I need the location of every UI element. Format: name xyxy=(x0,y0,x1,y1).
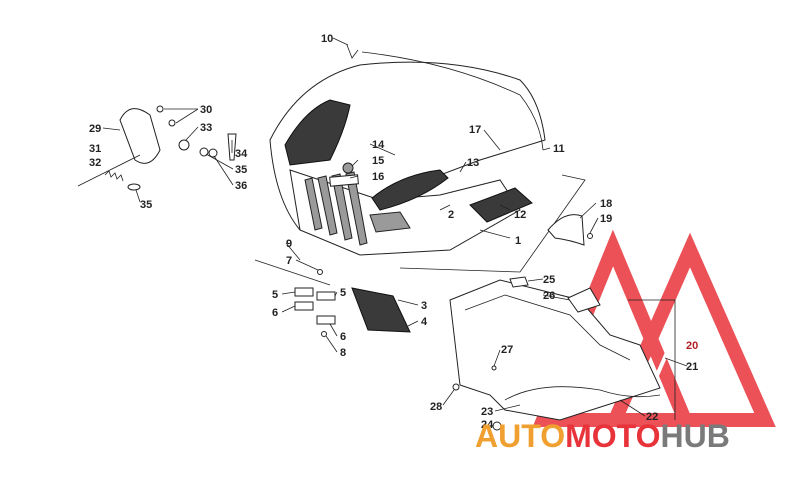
tray-body xyxy=(449,279,661,421)
hood-decal-small xyxy=(329,174,359,187)
callout-34: 34 xyxy=(235,148,248,160)
screw-8 xyxy=(321,331,327,337)
bracket-5a xyxy=(294,287,314,297)
callout-32: 32 xyxy=(89,157,101,169)
callout-5-right: 5 xyxy=(340,287,346,299)
callout-5-left: 5 xyxy=(272,289,278,301)
watermark-word-auto: AUTO xyxy=(475,418,565,454)
storage-tray-assembly xyxy=(449,276,676,431)
latch-handle xyxy=(547,214,585,246)
callout-26: 26 xyxy=(543,290,555,302)
trim-strip xyxy=(361,51,544,151)
bracket-6b xyxy=(316,315,336,325)
screw-30b xyxy=(168,119,176,127)
screen-mesh xyxy=(351,287,411,333)
callout-6-left: 6 xyxy=(272,307,278,319)
hood-assembly xyxy=(269,44,586,273)
callout-23: 23 xyxy=(481,406,493,418)
leader-lines xyxy=(102,37,688,417)
watermark-word-moto: MOTO xyxy=(565,418,660,454)
center-grille xyxy=(304,171,368,246)
callout-14: 14 xyxy=(372,139,385,151)
watermark-word-hub: HUB xyxy=(660,418,729,454)
bracket-5b xyxy=(316,291,336,301)
callout-25: 25 xyxy=(543,274,555,286)
hood-latch-assembly xyxy=(547,214,593,246)
callout-4: 4 xyxy=(421,316,428,328)
headlight-lens xyxy=(369,211,411,233)
callout-24: 24 xyxy=(481,419,494,431)
callout-2: 2 xyxy=(448,209,454,221)
spring-32 xyxy=(104,170,124,182)
callout-29: 29 xyxy=(89,123,101,135)
callout-10: 10 xyxy=(321,33,333,45)
callout-16: 16 xyxy=(372,171,384,183)
callout-30: 30 xyxy=(200,104,212,116)
screw-7 xyxy=(317,269,323,275)
callout-8: 8 xyxy=(340,347,346,359)
callout-11: 11 xyxy=(553,143,565,155)
callout-6-right: 6 xyxy=(340,331,346,343)
rod-9 xyxy=(254,259,331,286)
tray-inner-edge xyxy=(464,294,631,361)
callout-15: 15 xyxy=(372,155,384,167)
svg-text:AUTOMOTOHUB: AUTOMOTOHUB xyxy=(475,418,730,454)
callout-13: 13 xyxy=(467,157,479,169)
mounting-brackets xyxy=(254,259,336,337)
bracket-6a xyxy=(294,301,314,311)
tray-cap-25 xyxy=(567,287,601,313)
hood-decal-side xyxy=(469,187,533,223)
washer-36 xyxy=(208,148,218,158)
mirror-bracket-assembly xyxy=(77,105,237,191)
callout-22: 22 xyxy=(646,411,658,423)
callout-27: 27 xyxy=(501,344,513,356)
callout-36: 36 xyxy=(235,180,247,192)
watermark-text: AUTOMOTOHUB xyxy=(475,418,730,454)
callout-19: 19 xyxy=(600,213,612,225)
callout-7: 7 xyxy=(286,255,292,267)
screw-27 xyxy=(491,365,497,371)
screw-30a xyxy=(156,105,164,113)
callout-21: 21 xyxy=(686,361,698,373)
fastener-24 xyxy=(492,421,502,431)
callout-35-lower: 35 xyxy=(140,199,152,211)
left-vent-grille xyxy=(284,99,351,166)
tray-lid-seal xyxy=(504,386,661,401)
screw-19 xyxy=(587,233,593,239)
callout-9: 9 xyxy=(286,238,292,250)
callout-1: 1 xyxy=(515,235,521,247)
grommet-33 xyxy=(178,139,190,151)
callout-labels: 10 11 17 13 14 15 16 2 12 1 18 19 30 29 … xyxy=(89,33,698,431)
screw-28 xyxy=(452,383,460,391)
callout-28: 28 xyxy=(430,401,442,413)
callout-12: 12 xyxy=(514,209,526,221)
washer-35b xyxy=(127,183,141,191)
clip-part xyxy=(346,44,359,59)
right-vent-grille xyxy=(371,169,449,211)
reflector-cover xyxy=(119,108,161,164)
callout-31: 31 xyxy=(89,143,101,155)
screen-mesh-panel xyxy=(351,287,411,333)
callout-18: 18 xyxy=(600,198,612,210)
callout-bracket-20 xyxy=(628,299,676,420)
callout-3: 3 xyxy=(421,300,427,312)
callout-17: 17 xyxy=(469,124,481,136)
callout-33: 33 xyxy=(200,122,212,134)
callout-35: 35 xyxy=(235,164,247,176)
tray-latch-26 xyxy=(509,276,529,288)
emblem-badge-icon xyxy=(342,162,354,174)
callout-20: 20 xyxy=(686,340,698,352)
